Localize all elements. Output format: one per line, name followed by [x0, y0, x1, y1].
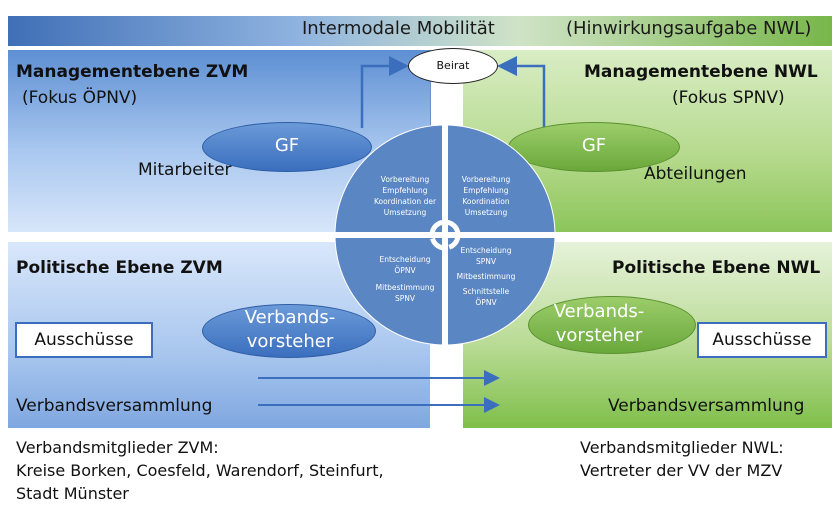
circle-br-line: ÖPNV: [475, 298, 497, 307]
management-zvm-title: Managementebene ZVM: [16, 62, 249, 82]
circle-top-right-text: Vorbereitung Empfehlung Koordination Ums…: [450, 174, 522, 218]
gf-zvm-label: GF: [274, 135, 300, 156]
verbandsvorsteher-nwl-ellipse: Verbands- vorsteher: [528, 296, 696, 354]
circle-br-line: SPNV: [475, 257, 497, 266]
cycle-icon: [429, 219, 461, 251]
gf-nwl-label: GF: [581, 135, 607, 156]
gf-nwl-ellipse: GF: [508, 122, 680, 172]
verbandsvorsteher-zvm-line1: Verbands-: [244, 307, 336, 328]
assembly-zvm-label: Verbandsversammlung: [16, 396, 213, 416]
nwl-to-beirat-arrow: [497, 56, 546, 128]
circle-text-layer: Vorbereitung Empfehlung Koordination der…: [334, 124, 556, 346]
circle-bottom-right-text: Entscheidung SPNV Mitbestimmung Schnitts…: [450, 245, 522, 308]
management-nwl-subtitle: (Fokus SPNV): [672, 88, 785, 108]
circle-br-line: Entscheidung: [460, 246, 512, 255]
circle-br-line: Schnittstelle: [462, 287, 510, 296]
zvm-to-beirat-arrow: [360, 56, 409, 128]
verbandsvorsteher-zvm-line2: vorsteher: [246, 331, 334, 352]
top-banner: [8, 16, 832, 46]
political-nwl-title: Politische Ebene NWL: [612, 258, 821, 278]
members-zvm-line2: Kreise Borken, Coesfeld, Warendorf, Stei…: [16, 461, 384, 480]
circle-tr-line: Koordination: [462, 197, 510, 206]
circle-bottom-left-text: Entscheidung ÖPNV Mitbestimmung SPNV: [368, 254, 442, 304]
circle-tl-line: Umsetzung: [383, 208, 427, 217]
members-nwl-line2: Vertreter der VV der MZV: [580, 461, 783, 480]
assembly-nwl-label: Verbandsversammlung: [608, 396, 805, 416]
management-zvm-subtitle: (Fokus ÖPNV): [22, 88, 138, 108]
beirat-node: Beirat: [408, 48, 498, 84]
circle-bl-line: SPNV: [394, 294, 416, 303]
connector-arrows: [258, 56, 546, 413]
staff-zvm-label: Mitarbeiter: [138, 160, 232, 180]
banner-note: (Hinwirkungsaufgabe NWL): [566, 18, 812, 39]
committees-zvm-box: Ausschüsse: [15, 322, 153, 358]
banner-title: Intermodale Mobilität: [302, 18, 495, 39]
circle-tr-line: Umsetzung: [464, 208, 508, 217]
management-nwl-title: Managementebene NWL: [584, 62, 818, 82]
political-zvm-title: Politische Ebene ZVM: [16, 258, 223, 278]
circle-br-line: Mitbestimmung: [456, 272, 516, 281]
verbandsvorsteher-nwl-line1: Verbands-: [553, 301, 645, 322]
circle-bl-line: ÖPNV: [394, 266, 416, 275]
circle-bl-line: Entscheidung: [379, 255, 431, 264]
circle-tl-line: Vorbereitung: [380, 175, 430, 184]
circle-top-left-text: Vorbereitung Empfehlung Koordination der…: [368, 174, 442, 218]
verbandsvorsteher-zvm-ellipse: Verbands- vorsteher: [202, 304, 376, 358]
committees-nwl-box: Ausschüsse: [697, 322, 827, 358]
verbandsvorsteher-nwl-line2: vorsteher: [555, 325, 643, 346]
central-circle: [334, 124, 556, 346]
members-zvm-line1: Verbandsmitglieder ZVM:: [16, 438, 219, 457]
gf-zvm-ellipse: GF: [202, 122, 372, 172]
circle-tl-line: Empfehlung: [382, 186, 428, 195]
members-zvm-line3: Stadt Münster: [16, 484, 129, 503]
circle-tr-line: Vorbereitung: [461, 175, 511, 184]
members-nwl-line1: Verbandsmitglieder NWL:: [580, 438, 784, 457]
staff-nwl-label: Abteilungen: [644, 164, 747, 184]
circle-bl-line: Mitbestimmung: [375, 283, 435, 292]
circle-tl-line: Koordination der: [373, 197, 437, 206]
members-nwl-block: Verbandsmitglieder NWL: Vertreter der VV…: [580, 436, 784, 482]
circle-tr-line: Empfehlung: [463, 186, 509, 195]
members-zvm-block: Verbandsmitglieder ZVM: Kreise Borken, C…: [16, 436, 384, 505]
